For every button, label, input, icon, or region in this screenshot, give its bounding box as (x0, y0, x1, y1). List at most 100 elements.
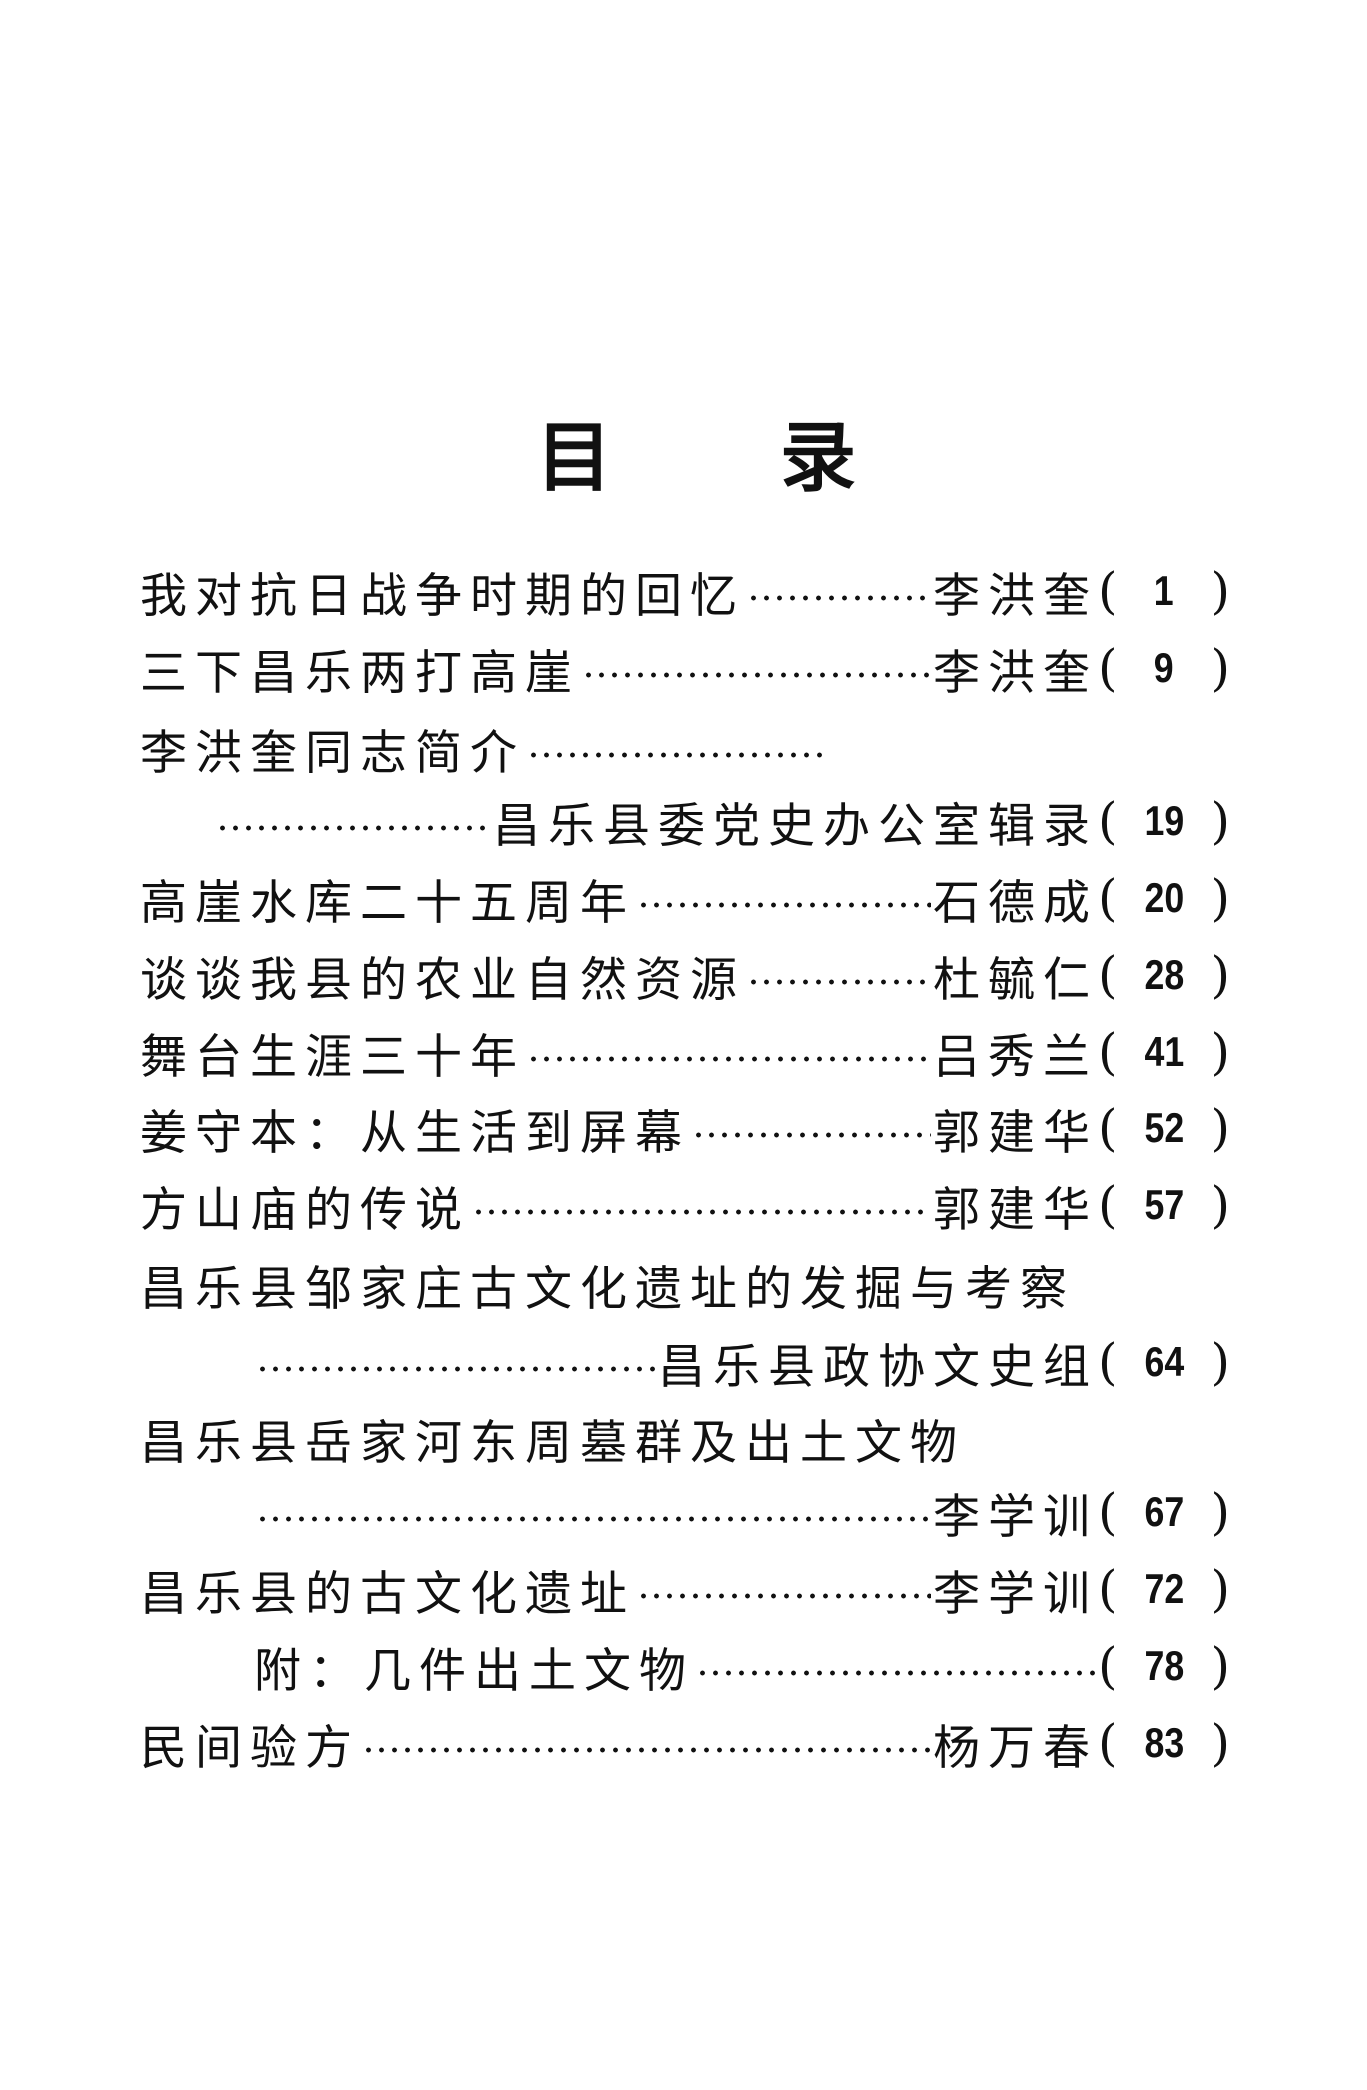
title-char: 录 (780, 413, 856, 502)
paren-open: ( (1098, 1176, 1118, 1234)
dot-leader (527, 751, 827, 759)
entry-author: 石德成 (933, 875, 1098, 931)
page-value: 64 (1144, 1338, 1184, 1385)
entry-title: 舞台生涯三十年 (140, 1029, 525, 1085)
page-number: (52) (1098, 1099, 1230, 1157)
toc-entry[interactable]: 李洪奎同志简介 (140, 713, 1230, 783)
entry-title: 昌乐县邹家庄古文化遗址的发掘与考察 (140, 1261, 1075, 1317)
dot-leader (747, 594, 931, 602)
paren-open: ( (1098, 1333, 1118, 1391)
dot-leader (582, 671, 931, 679)
page-number: (1) (1098, 562, 1230, 620)
page-number: (72) (1098, 1560, 1230, 1618)
dot-leader (256, 1365, 656, 1373)
page-value: 28 (1144, 951, 1184, 998)
paren-open: ( (1098, 1099, 1118, 1157)
paren-close: ) (1210, 1560, 1230, 1618)
paren-open: ( (1098, 1023, 1118, 1081)
entry-title: 高崖水库二十五周年 (140, 875, 635, 931)
paren-open: ( (1098, 792, 1118, 850)
page-number: (64) (1098, 1333, 1230, 1391)
paren-close: ) (1210, 1099, 1230, 1157)
dot-leader (216, 824, 491, 832)
entry-author: 李洪奎 (933, 568, 1098, 624)
paren-open: ( (1098, 1714, 1118, 1772)
toc-entry[interactable]: 昌乐县岳家河东周墓群及出土文物 (140, 1403, 1230, 1473)
dot-leader (362, 1746, 931, 1754)
dot-leader (696, 1669, 1096, 1677)
paren-open: ( (1098, 1637, 1118, 1695)
entry-title: 我对抗日战争时期的回忆 (140, 568, 745, 624)
toc-entry[interactable]: 三下昌乐两打高崖 李洪奎(9) (140, 633, 1230, 703)
entry-title: 李洪奎同志简介 (140, 725, 525, 781)
page-value: 20 (1144, 874, 1184, 921)
dot-leader (637, 1592, 931, 1600)
toc-entry[interactable]: 我对抗日战争时期的回忆 李洪奎(1) (140, 556, 1230, 626)
page-value: 78 (1144, 1642, 1184, 1689)
toc-entry[interactable]: 谈谈我县的农业自然资源 杜毓仁(28) (140, 940, 1230, 1010)
dot-leader (527, 1055, 931, 1063)
title-char: 目 (536, 413, 612, 502)
toc-entry[interactable]: 民间验方 杨万春(83) (140, 1708, 1230, 1778)
entry-title: 三下昌乐两打高崖 (140, 645, 580, 701)
paren-close: ) (1210, 946, 1230, 1004)
page-number: (83) (1098, 1714, 1230, 1772)
paren-close: ) (1210, 1176, 1230, 1234)
toc-entry[interactable]: 昌乐县邹家庄古文化遗址的发掘与考察 (140, 1249, 1230, 1319)
paren-close: ) (1210, 1483, 1230, 1541)
page-value: 41 (1144, 1028, 1184, 1075)
dot-leader (256, 1515, 931, 1523)
paren-close: ) (1210, 1023, 1230, 1081)
toc-entry[interactable]: 昌乐县政协文史组(64) (140, 1327, 1230, 1397)
entry-author: 李洪奎 (933, 645, 1098, 701)
toc-entry[interactable]: 昌乐县委党史办公室辑录(19) (140, 786, 1230, 856)
paren-close: ) (1210, 562, 1230, 620)
toc-entry[interactable]: 姜守本：从生活到屏幕 郭建华(52) (140, 1093, 1230, 1163)
toc-entry[interactable]: 昌乐县的古文化遗址 李学训(72) (140, 1554, 1230, 1624)
page-value: 57 (1144, 1181, 1184, 1228)
toc-entry[interactable]: 附：几件出土文物(78) (140, 1631, 1230, 1701)
toc-entry[interactable]: 高崖水库二十五周年石德成(20) (140, 863, 1230, 933)
entry-title: 谈谈我县的农业自然资源 (140, 952, 745, 1008)
page-title: 目 录 (0, 408, 1367, 508)
page-number: (78) (1098, 1637, 1230, 1695)
paren-open: ( (1098, 1560, 1118, 1618)
toc-entry[interactable]: 李学训(67) (140, 1477, 1230, 1547)
paren-open: ( (1098, 1483, 1118, 1541)
entry-author: 郭建华 (933, 1182, 1098, 1238)
paren-close: ) (1210, 1714, 1230, 1772)
page-value: 52 (1144, 1104, 1184, 1151)
dot-leader (692, 1131, 931, 1139)
paren-open: ( (1098, 869, 1118, 927)
entry-author: 郭建华 (933, 1105, 1098, 1161)
dot-leader (747, 978, 931, 986)
entry-title: 昌乐县的古文化遗址 (140, 1566, 635, 1622)
page-value: 67 (1144, 1488, 1184, 1535)
page-value: 9 (1154, 644, 1174, 691)
dot-leader (637, 901, 931, 909)
page-number: (41) (1098, 1023, 1230, 1081)
page-value: 72 (1144, 1565, 1184, 1612)
toc-entry[interactable]: 方山庙的传说 郭建华(57) (140, 1170, 1230, 1240)
entry-title: 昌乐县岳家河东周墓群及出土文物 (140, 1415, 965, 1471)
entry-author: 昌乐县委党史办公室辑录 (493, 798, 1098, 854)
paren-close: ) (1210, 639, 1230, 697)
entry-author: 杨万春 (933, 1720, 1098, 1776)
paren-close: ) (1210, 1637, 1230, 1695)
paren-open: ( (1098, 946, 1118, 1004)
entry-title: 方山庙的传说 (140, 1182, 470, 1238)
page-value: 1 (1154, 567, 1174, 614)
page-number: (28) (1098, 946, 1230, 1004)
entry-title: 民间验方 (140, 1720, 360, 1776)
entry-author: 李学训 (933, 1566, 1098, 1622)
entry-author: 昌乐县政协文史组 (658, 1339, 1098, 1395)
paren-open: ( (1098, 639, 1118, 697)
page-value: 19 (1144, 797, 1184, 844)
entry-title: 姜守本：从生活到屏幕 (140, 1105, 690, 1161)
toc-entry[interactable]: 舞台生涯三十年吕秀兰(41) (140, 1017, 1230, 1087)
paren-open: ( (1098, 562, 1118, 620)
paren-close: ) (1210, 1333, 1230, 1391)
entry-author: 杜毓仁 (933, 952, 1098, 1008)
page-number: (9) (1098, 639, 1230, 697)
dot-leader (472, 1208, 931, 1216)
